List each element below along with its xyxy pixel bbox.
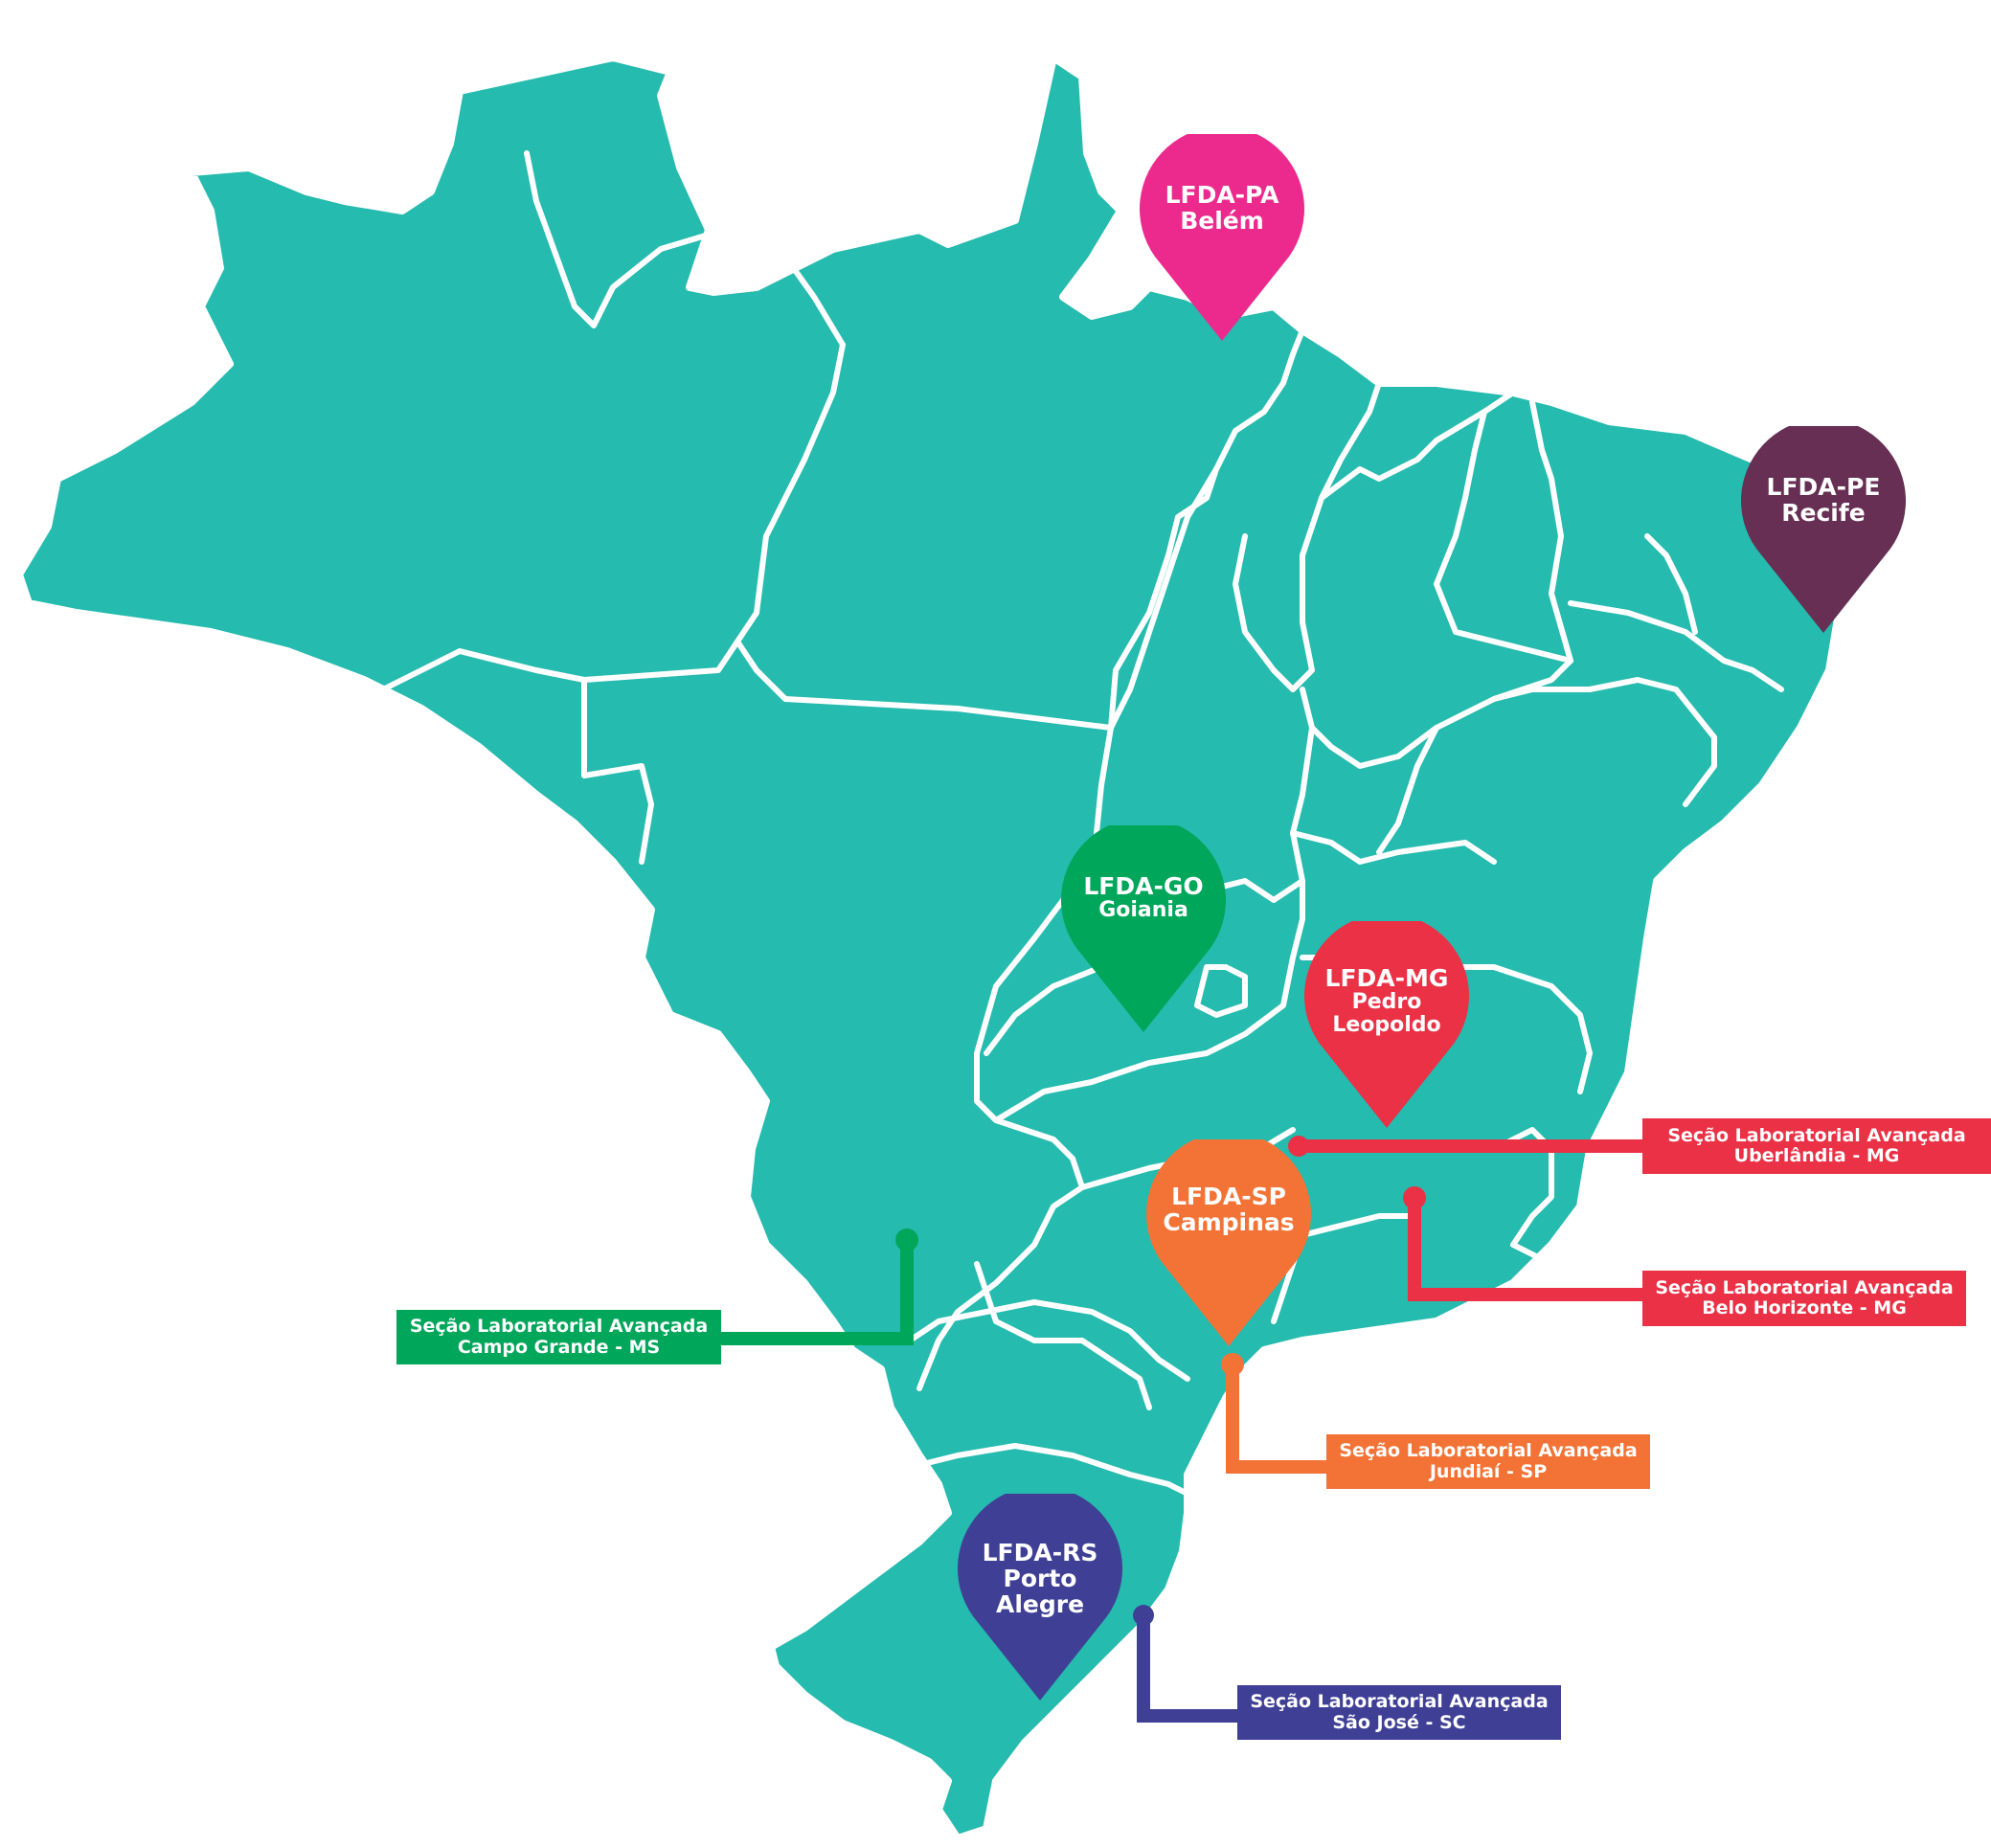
pin-lfda-mg[interactable]: LFDA-MG Pedro Leopoldo xyxy=(1304,913,1469,1128)
section-title: Seção Laboratorial Avançada xyxy=(1250,1691,1549,1713)
pin-code: LFDA-MG xyxy=(1324,964,1449,992)
pin-code: LFDA-PA xyxy=(1165,181,1279,209)
section-label-sao-jose[interactable]: Seção Laboratorial Avançada São José - S… xyxy=(1237,1685,1561,1740)
section-place: Uberlândia - MG xyxy=(1733,1145,1900,1166)
pin-code: LFDA-RS xyxy=(982,1539,1098,1566)
map-pin-icon xyxy=(1304,913,1469,1128)
section-title: Seção Laboratorial Avançada xyxy=(1655,1276,1954,1298)
pin-code: LFDA-GO xyxy=(1083,872,1204,900)
pin-city: Belém xyxy=(1180,207,1264,235)
map-pin-icon xyxy=(1140,126,1304,341)
brazil-outline xyxy=(15,54,1843,1842)
section-place: São José - SC xyxy=(1332,1711,1466,1733)
pin-city: Recife xyxy=(1781,499,1866,527)
pin-lfda-pa[interactable]: LFDA-PA Belém xyxy=(1140,126,1304,341)
pin-city-line2: Leopoldo xyxy=(1332,1012,1441,1037)
section-title: Seção Laboratorial Avançada xyxy=(1667,1124,1966,1146)
section-title: Seção Laboratorial Avançada xyxy=(409,1316,709,1338)
map-pin-icon xyxy=(1146,1132,1311,1346)
section-place: Belo Horizonte - MG xyxy=(1702,1297,1907,1318)
pin-city-line1: Porto xyxy=(1003,1565,1077,1592)
pin-city: Goiania xyxy=(1098,898,1188,922)
section-place: Jundiaí - SP xyxy=(1429,1460,1548,1482)
section-label-belo-horizonte[interactable]: Seção Laboratorial Avançada Belo Horizon… xyxy=(1642,1271,1966,1326)
pin-city: Campinas xyxy=(1163,1208,1295,1236)
connector-sao-jose xyxy=(1133,1605,1238,1723)
section-label-uberlandia[interactable]: Seção Laboratorial Avançada Uberlândia -… xyxy=(1642,1118,1991,1174)
map-pin-icon xyxy=(1061,818,1226,1032)
pin-lfda-pe[interactable]: LFDA-PE Recife xyxy=(1741,418,1906,633)
section-label-jundiai[interactable]: Seção Laboratorial Avançada Jundiaí - SP xyxy=(1326,1434,1650,1489)
connector-belo-horizonte xyxy=(1403,1186,1643,1301)
connector-jundiai xyxy=(1221,1353,1329,1474)
connector-campo-grande xyxy=(720,1228,918,1345)
pin-lfda-rs[interactable]: LFDA-RS Porto Alegre xyxy=(958,1486,1122,1701)
pin-lfda-sp[interactable]: LFDA-SP Campinas xyxy=(1146,1132,1311,1346)
section-title: Seção Laboratorial Avançada xyxy=(1339,1440,1638,1462)
connector-uberlandia xyxy=(1288,1136,1643,1157)
section-label-campo-grande[interactable]: Seção Laboratorial Avançada Campo Grande… xyxy=(396,1310,721,1364)
map-pin-icon xyxy=(1741,418,1906,633)
section-place: Campo Grande - MS xyxy=(457,1336,661,1358)
pin-city-line2: Alegre xyxy=(995,1590,1085,1618)
map-pin-icon xyxy=(958,1486,1122,1701)
pin-city-line1: Pedro xyxy=(1351,990,1422,1014)
pin-code: LFDA-PE xyxy=(1766,473,1881,501)
pin-lfda-go[interactable]: LFDA-GO Goiania xyxy=(1061,818,1226,1032)
pin-code: LFDA-SP xyxy=(1171,1183,1286,1210)
